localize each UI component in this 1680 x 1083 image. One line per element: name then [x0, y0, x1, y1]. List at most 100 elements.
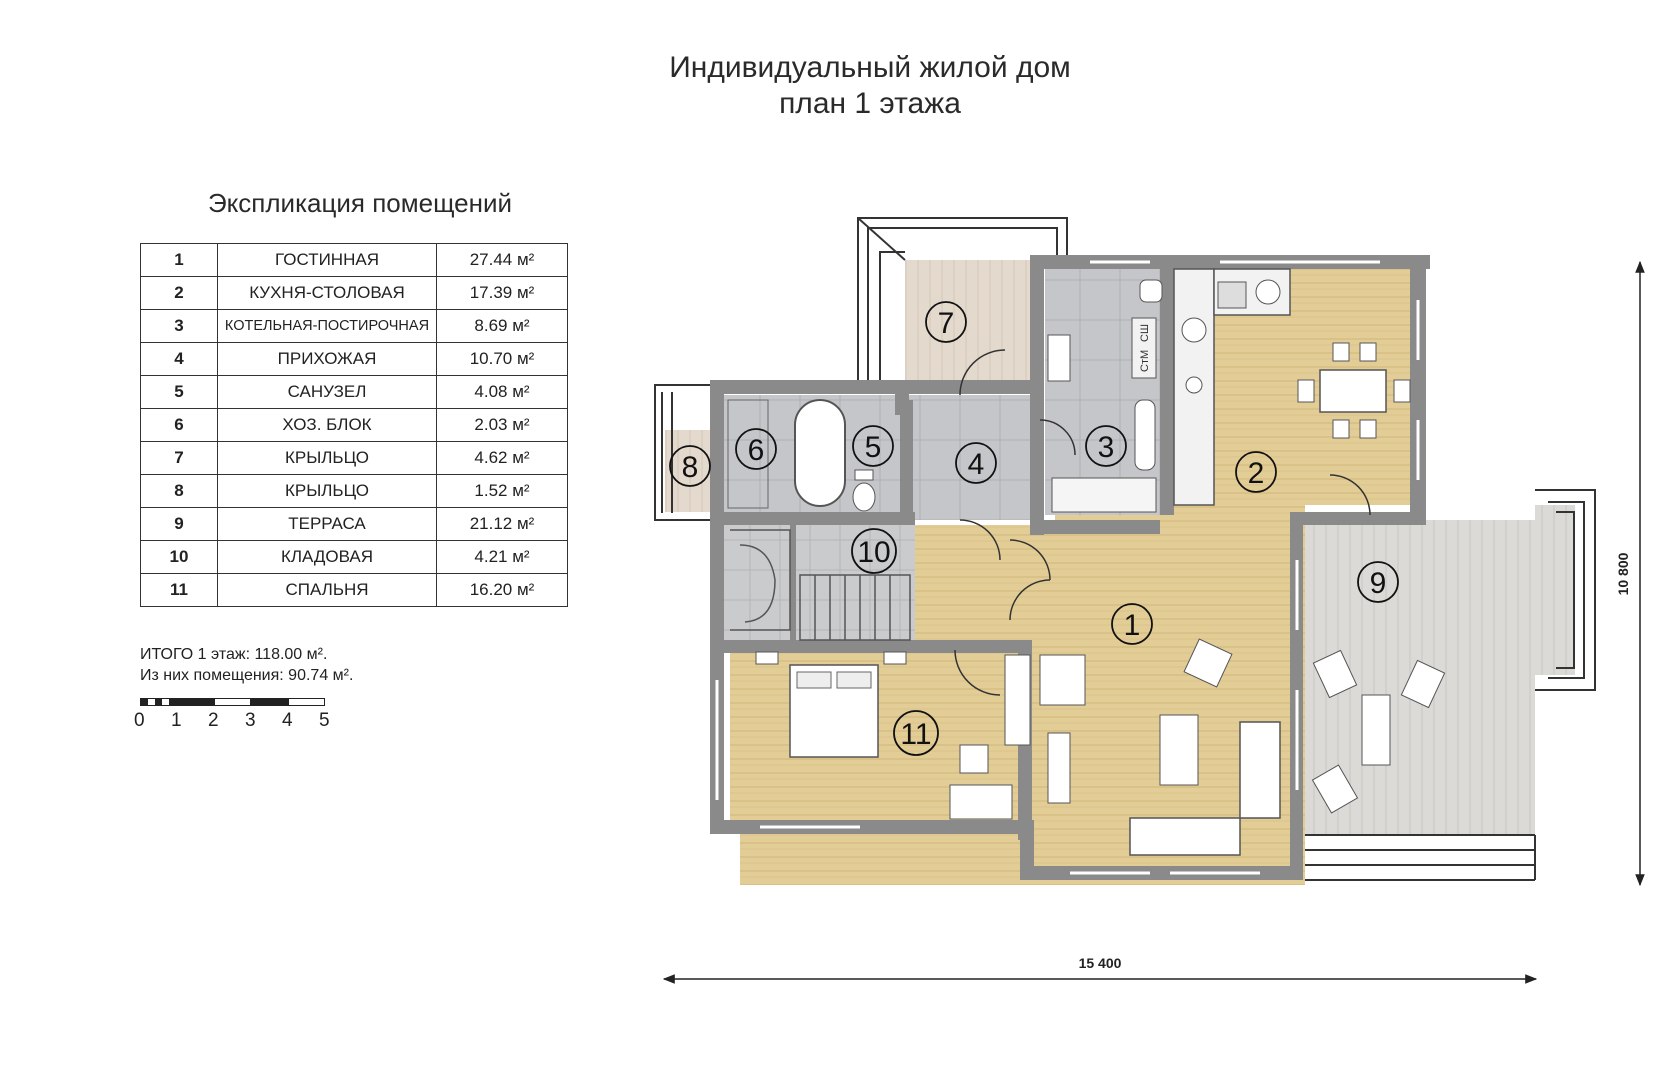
laundry-bench — [1051, 477, 1157, 513]
scale-segment — [140, 698, 177, 706]
room-label-5: 5 — [865, 431, 882, 464]
pillow — [836, 671, 872, 689]
room-area-cell: 4.62 м² — [436, 441, 568, 475]
windows — [715, 260, 1420, 875]
scale-segment — [251, 698, 288, 706]
height-dimension-label: 10 800 — [1615, 552, 1631, 595]
doors — [954, 349, 1371, 696]
appliance-label-sh: СШ — [1139, 324, 1151, 342]
armchair — [1183, 638, 1233, 688]
room-number-cell: 3 — [140, 309, 218, 343]
toilet-tank — [854, 469, 874, 481]
porch-8-floor — [665, 430, 715, 512]
dining-table — [1319, 369, 1387, 413]
chair — [1359, 419, 1377, 439]
terrace-chair — [1311, 764, 1359, 814]
scale-label: 1 — [171, 710, 182, 731]
room-area-cell: 8.69 м² — [436, 309, 568, 343]
room-area-cell: 1.52 м² — [436, 474, 568, 508]
page-title: Индивидуальный жилой дом — [669, 51, 1071, 84]
room-name-cell: ПРИХОЖАЯ — [217, 342, 437, 376]
room-name-cell: ГОСТИННАЯ — [217, 243, 437, 277]
scale-label: 3 — [245, 710, 256, 731]
laundry-sink — [1134, 399, 1156, 471]
room-label-7: 7 — [938, 307, 955, 340]
chair — [1393, 379, 1411, 403]
scale-segment — [177, 698, 214, 706]
scale-label: 5 — [319, 710, 330, 731]
scale-segment — [214, 698, 251, 706]
room-label-11: 11 — [900, 718, 931, 751]
chair — [1332, 342, 1350, 362]
room-area-cell: 17.39 м² — [436, 276, 568, 310]
terrace-chair — [1400, 659, 1446, 709]
stove-icon — [1255, 279, 1281, 305]
room-area-cell: 27.44 м² — [436, 243, 568, 277]
room-label-4: 4 — [968, 448, 985, 481]
scale-segment — [288, 698, 325, 706]
toilet — [852, 482, 876, 512]
appliance-label-stm: СтМ — [1139, 350, 1151, 372]
room-area-cell: 2.03 м² — [436, 408, 568, 442]
explication-title: Экспликация помещений — [207, 188, 513, 218]
tv-stand — [1047, 732, 1071, 804]
porch-7-floor — [905, 260, 1040, 390]
porch-7-frame — [857, 217, 1068, 390]
room-label-1: 1 — [1124, 609, 1141, 642]
boiler-icon — [1139, 279, 1163, 303]
room-number-cell: 1 — [140, 243, 218, 277]
wardrobe — [1004, 654, 1031, 746]
room-label-3: 3 — [1098, 431, 1115, 464]
scale-label: 0 — [134, 710, 145, 731]
room-area-cell: 4.21 м² — [436, 540, 568, 574]
sofa — [1129, 721, 1281, 856]
terrace-east-stairs — [1535, 489, 1596, 691]
stove-burner-icon — [1181, 317, 1207, 343]
room-label-10: 10 — [857, 536, 890, 569]
area-totals: ИТОГО 1 этаж: 118.00 м². Из них помещени… — [140, 644, 353, 686]
room-area-cell: 16.20 м² — [436, 573, 568, 607]
room-number-cell: 5 — [140, 375, 218, 409]
terrace-table — [1361, 694, 1391, 766]
room-name-cell: САНУЗЕЛ — [217, 375, 437, 409]
staircase — [730, 529, 911, 641]
washing-machine — [1131, 317, 1157, 379]
width-dimension-label: 15 400 — [1079, 955, 1122, 971]
coffee-table — [1159, 714, 1199, 786]
room-name-cell: КОТЕЛЬНАЯ-ПОСТИРОЧНАЯ — [217, 309, 437, 343]
room-number-cell: 10 — [140, 540, 218, 574]
sink — [1217, 281, 1247, 309]
chair — [1359, 342, 1377, 362]
scale-bar: 0 1 2 3 4 5 — [134, 698, 340, 732]
nightstand — [755, 651, 779, 665]
room-label-6: 6 — [748, 434, 765, 467]
room-area-cell: 4.08 м² — [436, 375, 568, 409]
stove-burner-icon — [1185, 376, 1203, 394]
scale-label: 4 — [282, 710, 293, 731]
chair — [1332, 419, 1350, 439]
room-label-2: 2 — [1248, 457, 1265, 490]
desk — [949, 784, 1013, 820]
room-name-cell: КЛАДОВАЯ — [217, 540, 437, 574]
nightstand — [883, 651, 907, 665]
chair — [1297, 379, 1315, 403]
fireplace — [1039, 654, 1086, 706]
room-markers: 1 2 3 4 5 6 7 8 9 10 11 — [669, 301, 1399, 756]
total-rooms-area: Из них помещения: 90.74 м². — [140, 667, 354, 684]
boiler-unit — [1047, 334, 1071, 382]
room-area-cell: 21.12 м² — [436, 507, 568, 541]
page-subtitle: план 1 этажа — [779, 87, 961, 120]
room-name-cell: КРЫЛЬЦО — [217, 441, 437, 475]
terrace-south-steps — [1305, 834, 1536, 881]
room-name-cell: КРЫЛЬЦО — [217, 474, 437, 508]
